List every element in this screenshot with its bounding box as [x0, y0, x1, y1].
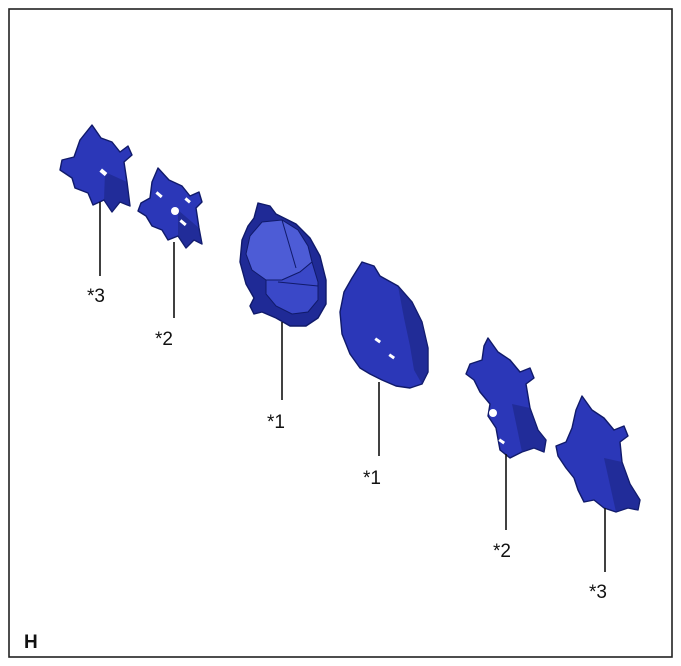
callout-label-shim-inner-right: *2 [493, 541, 511, 562]
callout-label-shim-outer-left: *3 [87, 286, 105, 307]
callout-label-pad-left: *1 [267, 412, 285, 433]
outer-shim-left [59, 124, 133, 213]
diagram-frame [8, 8, 673, 658]
callout-label-shim-outer-right: *3 [589, 582, 607, 603]
callout-label-pad-right: *1 [363, 468, 381, 489]
inner-shim-right [465, 337, 547, 459]
brake-pad-right [339, 261, 429, 389]
brake-pad-left [239, 202, 327, 327]
inner-shim-left [137, 167, 203, 249]
frame-corner-label: H [24, 632, 38, 653]
outer-shim-right [555, 395, 641, 513]
callout-label-shim-inner-left: *2 [155, 329, 173, 350]
